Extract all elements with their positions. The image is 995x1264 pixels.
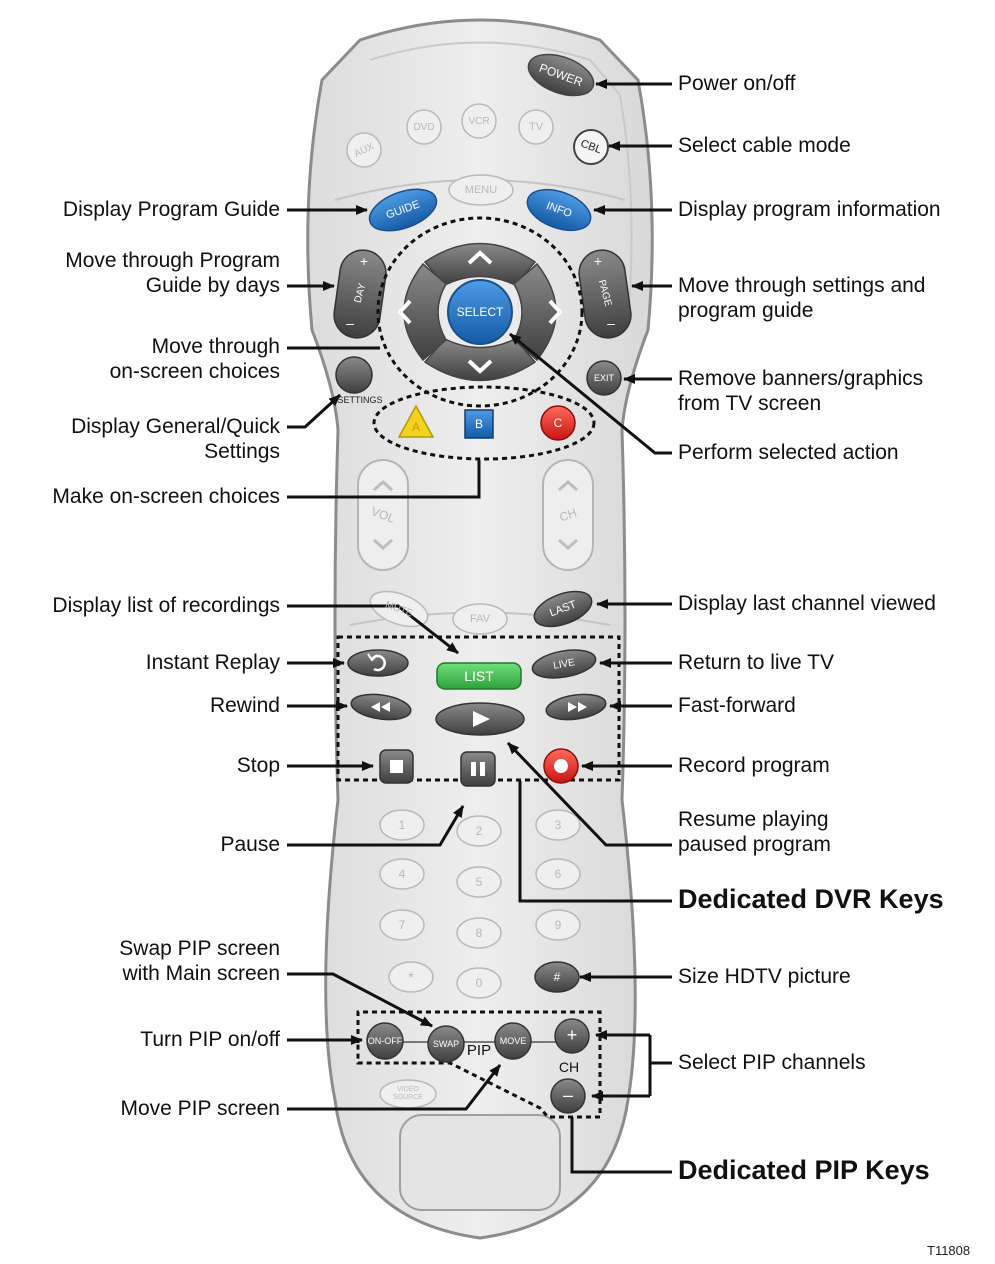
rewind-icon (371, 702, 390, 712)
pause-icon-left (471, 762, 476, 776)
ch-down-chevron-icon (558, 538, 578, 551)
nav-right-key[interactable] (513, 262, 557, 362)
video-source-button-shape[interactable] (379, 1079, 437, 1109)
digit-key-0[interactable] (456, 967, 502, 999)
fav-button-shape[interactable] (452, 603, 508, 635)
up-arrow-icon (467, 250, 493, 265)
ch-up-chevron-icon (558, 479, 578, 492)
page-rocker[interactable] (576, 247, 634, 341)
cbl-button-shape[interactable] (573, 129, 609, 165)
left-arrow-icon (397, 299, 412, 325)
pip-ch-down-button-shape[interactable] (550, 1078, 586, 1114)
bottom-pad (399, 1114, 561, 1211)
replay-button-shape[interactable] (347, 649, 409, 677)
vol-down-chevron-icon (373, 538, 393, 551)
pip-on-off-button-shape[interactable] (366, 1022, 404, 1060)
nav-left-key[interactable] (403, 262, 447, 362)
digit-keys (379, 809, 581, 999)
leader-dvr-keys (518, 781, 672, 903)
tv-button-shape[interactable] (518, 109, 554, 145)
leader-list-recordings (287, 604, 459, 655)
digit-key-3[interactable] (535, 809, 581, 841)
digit-key-hash[interactable] (534, 961, 580, 993)
settings-button-shape[interactable] (335, 356, 373, 394)
guide-button-shape[interactable] (364, 181, 442, 239)
pip-swap-button-shape[interactable] (427, 1025, 465, 1063)
fast-forward-icon (568, 702, 587, 712)
live-button-shape[interactable] (530, 646, 598, 683)
c-button-shape[interactable] (540, 405, 576, 441)
exit-button-shape[interactable] (586, 360, 622, 396)
power-button-shape[interactable] (523, 46, 599, 103)
record-icon (554, 759, 568, 773)
ch-rocker[interactable] (542, 459, 594, 571)
digit-key-1[interactable] (379, 809, 425, 841)
leader-swap-pip (287, 972, 433, 1028)
vol-up-chevron-icon (373, 479, 393, 492)
digit-key-7[interactable] (379, 909, 425, 941)
nav-group-outline (376, 216, 584, 408)
leader-general-settings (287, 393, 342, 429)
list-button-shape[interactable] (436, 662, 522, 690)
stop-icon (390, 760, 403, 773)
aux-button-shape[interactable] (346, 132, 382, 168)
leader-pip-keys (570, 1117, 672, 1174)
leader-selected-action (509, 332, 672, 455)
right-arrow-icon (548, 299, 563, 325)
digit-key-star[interactable] (388, 961, 434, 993)
nav-down-key[interactable] (423, 338, 537, 382)
vcr-button-shape[interactable] (461, 103, 497, 139)
leader-lines (287, 79, 672, 1174)
day-rocker[interactable] (331, 247, 389, 341)
a-button-shape[interactable] (397, 404, 435, 438)
leader-pause (287, 805, 465, 847)
nav-up-key[interactable] (423, 242, 537, 286)
leader-resume (506, 741, 672, 847)
pip-move-button-shape[interactable] (494, 1022, 532, 1060)
dvd-button-shape[interactable] (406, 109, 442, 145)
leader-make-choices (287, 460, 481, 499)
digit-key-9[interactable] (535, 909, 581, 941)
down-arrow-icon (467, 359, 493, 374)
info-button-shape[interactable] (522, 182, 596, 238)
pip-ch-up-button-shape[interactable] (554, 1018, 590, 1054)
menu-button-shape[interactable] (448, 174, 514, 206)
abc-group-outline (372, 385, 596, 461)
replay-icon-head (367, 653, 378, 662)
digit-key-8[interactable] (456, 917, 502, 949)
leader-move-pip (287, 1064, 502, 1111)
select-button-shape[interactable] (447, 279, 513, 345)
play-icon (473, 711, 490, 727)
pip-group-outline (356, 1010, 602, 1119)
b-button-shape[interactable] (464, 409, 494, 439)
digit-key-5[interactable] (456, 866, 502, 898)
digit-key-2[interactable] (456, 815, 502, 847)
digit-key-6[interactable] (535, 858, 581, 890)
last-button-shape[interactable] (530, 585, 597, 634)
pause-button-shape[interactable] (460, 751, 496, 787)
digit-key-4[interactable] (379, 858, 425, 890)
pause-icon-right (480, 762, 485, 776)
vol-rocker[interactable] (357, 459, 409, 571)
remote-inner-edge (369, 41, 633, 321)
